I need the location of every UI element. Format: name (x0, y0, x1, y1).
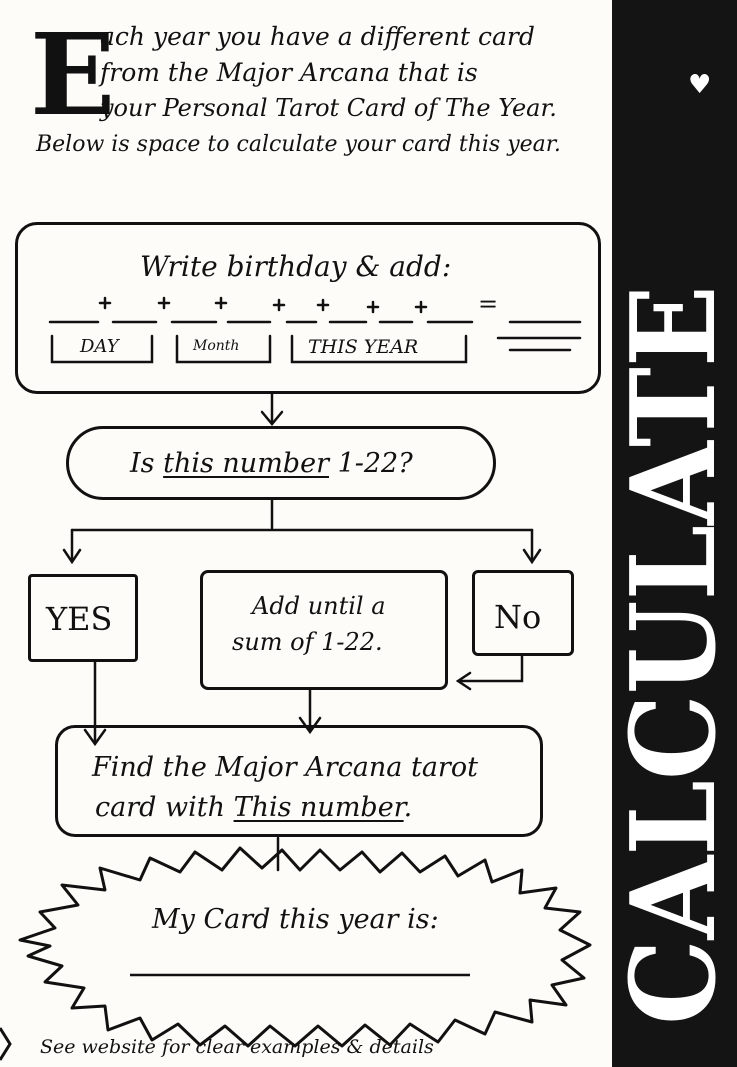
check-range-box (66, 426, 496, 500)
add-until-line-1: Add until a (252, 592, 386, 620)
this-year-label: THIS YEAR (308, 336, 419, 358)
drop-cap-letter: E (30, 10, 116, 141)
intro-line-1: ach year you have a different card (100, 22, 535, 51)
find-card-box (55, 725, 543, 837)
no-box (472, 570, 574, 656)
add-until-line-2: sum of 1-22. (232, 628, 383, 656)
month-label: Month (193, 338, 240, 354)
calculate-sidebar (612, 0, 737, 1067)
calculate-vertical-title: CALCULATE (606, 285, 737, 1025)
yes-box (28, 574, 138, 662)
find-card-line-1: Find the Major Arcana tarot (92, 752, 478, 783)
footer-note: See website for clear examples & details (40, 1036, 434, 1058)
intro-line-4: Below is space to calculate your card th… (36, 132, 561, 157)
result-label: My Card this year is: (152, 904, 439, 935)
intro-line-2: from the Major Arcana that is (100, 58, 478, 87)
intro-line-3: your Personal Tarot Card of The Year. (100, 94, 557, 122)
calculate-title-text: CALCULATE (606, 285, 737, 1025)
find-card-line-2: card with This number. (95, 792, 413, 823)
heart-icon: ♥ (688, 70, 712, 100)
this-number-emphasis: this number (163, 448, 329, 479)
yes-label: YES (46, 600, 113, 638)
birthday-step-title: Write birthday & add: (140, 250, 452, 283)
check-range-text: Is this number 1-22? (130, 448, 413, 479)
this-number-emphasis-2: This number (233, 792, 404, 823)
no-label: No (494, 598, 542, 636)
equals-sign: = (478, 290, 499, 318)
add-until-box (200, 570, 448, 690)
birthday-step-box (15, 222, 601, 394)
day-label: DAY (80, 336, 119, 357)
result-starburst (18, 846, 592, 1048)
